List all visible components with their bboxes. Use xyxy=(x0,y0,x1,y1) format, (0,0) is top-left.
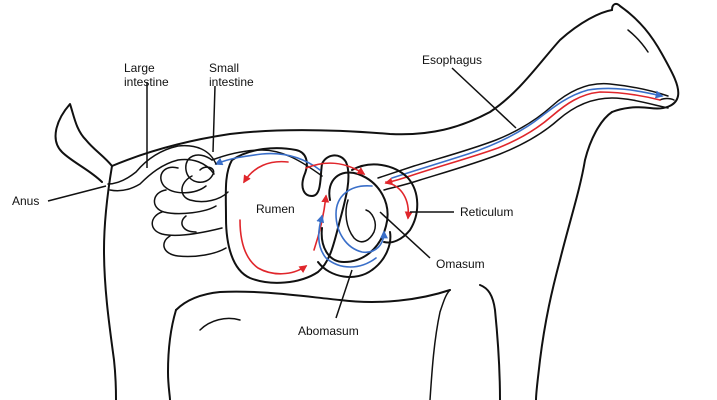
leader-omasum xyxy=(379,211,431,259)
small-intestine-coils xyxy=(151,154,227,258)
goat-head xyxy=(611,2,680,113)
rumen-to-reticulum-flow xyxy=(305,162,366,175)
reticulum-organ xyxy=(351,163,419,244)
label-large-intestine-line2: intestine xyxy=(124,75,169,89)
leader-anus xyxy=(47,185,107,202)
goat-back xyxy=(111,9,613,167)
large-intestine-organ xyxy=(107,144,217,192)
label-small-intestine-line1: Small xyxy=(209,61,239,75)
goat-ear xyxy=(627,29,649,53)
goat-tail xyxy=(54,103,113,183)
intestine-tube xyxy=(211,149,323,177)
goat-throat xyxy=(535,111,613,400)
goat-outline xyxy=(54,2,680,400)
leader-lines xyxy=(47,67,517,319)
labels: Large intestine Small intestine Esophagu… xyxy=(12,53,513,338)
label-rumen: Rumen xyxy=(256,202,295,216)
goat-front-leg xyxy=(479,284,501,400)
leader-abomasum xyxy=(335,269,353,319)
label-esophagus: Esophagus xyxy=(422,53,482,67)
goat-front-leg-inner xyxy=(429,289,451,400)
goat-belly xyxy=(175,289,451,311)
abomasum-flow xyxy=(316,214,377,268)
label-reticulum: Reticulum xyxy=(460,205,513,219)
label-small-intestine-line2: intestine xyxy=(209,75,254,89)
goat-udder-hint xyxy=(199,317,241,331)
goat-rear-leg xyxy=(103,165,117,400)
esophagus-tube xyxy=(377,82,669,191)
goat-mouth xyxy=(659,97,675,101)
esophagus-flow-down xyxy=(384,91,661,186)
label-large-intestine-line1: Large xyxy=(124,61,155,75)
leader-esophagus xyxy=(451,67,517,129)
label-abomasum: Abomasum xyxy=(298,324,359,338)
intestine-organs xyxy=(151,149,366,258)
esophagus-flow-up xyxy=(391,87,664,179)
intestine-flow xyxy=(214,152,321,171)
label-anus: Anus xyxy=(12,194,39,208)
leader-small-intestine xyxy=(212,85,216,153)
omasum-flow xyxy=(335,185,388,254)
label-omasum: Omasum xyxy=(436,257,485,271)
omasum-abomasum-organs xyxy=(316,171,392,278)
goat-rear-leg-inner xyxy=(167,309,177,400)
